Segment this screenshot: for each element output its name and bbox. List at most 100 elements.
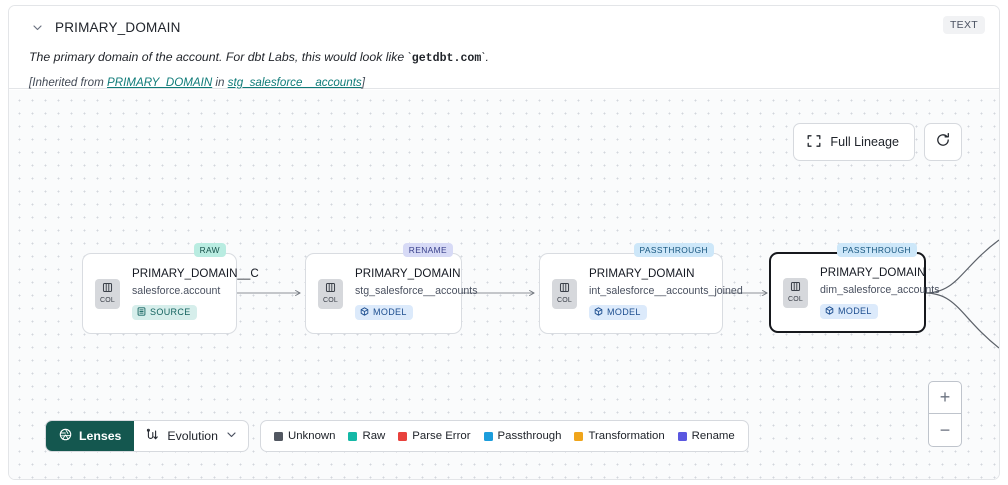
legend-swatch (398, 431, 408, 441)
description-suffix: `. (481, 50, 489, 64)
node-kind-badge: MODEL (589, 304, 647, 320)
legend-swatch (483, 431, 493, 441)
lenses-button[interactable]: Lenses (46, 421, 135, 451)
legend-label: Passthrough (497, 430, 562, 442)
inherit-mid: in (212, 76, 228, 89)
evolution-dropdown[interactable]: Evolution (134, 421, 248, 451)
legend-swatch (273, 431, 283, 441)
cube-icon (594, 306, 603, 318)
node-kind-label: MODEL (838, 306, 872, 316)
legend-swatch (574, 431, 584, 441)
legend-label: Raw (362, 430, 386, 442)
header-row: PRIMARY_DOMAIN (29, 17, 983, 38)
cube-icon (825, 305, 834, 317)
description-code: getdbt.com (411, 52, 482, 65)
col-chip: COL (783, 277, 808, 308)
cube-icon (360, 306, 369, 318)
lineage-node-stg-salesforce-accounts[interactable]: RENAME COL PRIMARY_DOMAIN (305, 243, 478, 334)
lineage-node-salesforce-account[interactable]: RAW COL PRIMARY_DOMAIN__C (82, 243, 259, 334)
lineage-node-dim-salesforce-accounts[interactable]: PASSTHROUGH COL PRIMARY_DOMAIN (769, 243, 940, 333)
node-title: PRIMARY_DOMAIN (820, 265, 926, 279)
canvas-bottom-bar: Lenses Evolution (45, 420, 749, 452)
node-subtitle: int_salesforce__accounts_joined (589, 284, 743, 297)
legend-label: Parse Error (412, 430, 471, 442)
expand-icon (807, 134, 821, 151)
lineage-legend: Unknown Raw Parse Error Passthrough (259, 420, 749, 452)
zoom-controls: + − (928, 381, 962, 447)
full-lineage-button[interactable]: Full Lineage (793, 123, 915, 161)
legend-item-rename: Rename (677, 430, 735, 442)
node-title: PRIMARY_DOMAIN (355, 266, 461, 280)
legend-label: Rename (691, 430, 735, 442)
canvas-toolbar: Full Lineage (793, 123, 962, 161)
evolution-label: Evolution (167, 429, 218, 443)
aperture-icon (59, 428, 72, 444)
column-icon (325, 282, 336, 296)
node-body: PRIMARY_DOMAIN stg_salesforce__accounts … (355, 267, 478, 321)
col-chip-label: COL (557, 297, 572, 304)
legend-swatch (677, 431, 687, 441)
lineage-canvas[interactable]: Full Lineage + − (9, 90, 999, 479)
node-kind-label: MODEL (373, 307, 407, 317)
legend-item-unknown: Unknown (273, 430, 336, 442)
page-title: PRIMARY_DOMAIN (55, 20, 181, 35)
inherit-open: [Inherited from (29, 76, 107, 89)
inherited-model-link[interactable]: stg_salesforce__accounts (227, 76, 362, 89)
legend-label: Transformation (588, 430, 665, 442)
zoom-out-button[interactable]: − (939, 419, 951, 440)
inherit-close: ] (361, 76, 365, 89)
graph-edges (237, 239, 999, 349)
column-icon (559, 282, 570, 296)
legend-item-transformation: Transformation (574, 430, 665, 442)
lineage-card: PRIMARY_DOMAIN TEXT The primary domain o… (8, 5, 1000, 480)
description-prefix: The primary domain of the account. For d… (29, 50, 412, 64)
column-description: The primary domain of the account. For d… (29, 49, 983, 67)
zoom-in-button[interactable]: + (929, 382, 961, 414)
refresh-icon (935, 132, 951, 153)
column-icon (790, 281, 801, 295)
node-title: PRIMARY_DOMAIN (589, 266, 695, 280)
legend-item-passthrough: Passthrough (483, 430, 562, 442)
node-kind-label: SOURCE (150, 307, 191, 317)
legend-item-parse-error: Parse Error (398, 430, 471, 442)
col-chip: COL (95, 278, 120, 309)
node-body: PRIMARY_DOMAIN int_salesforce__accounts_… (589, 267, 743, 321)
node-tag: PASSTHROUGH (836, 243, 917, 257)
node-kind-badge: MODEL (355, 304, 413, 320)
full-lineage-label: Full Lineage (830, 135, 899, 149)
node-body: PRIMARY_DOMAIN dim_salesforce_accounts M… (820, 266, 940, 320)
node-subtitle: salesforce.account (132, 284, 221, 297)
node-kind-badge: MODEL (820, 303, 878, 319)
column-icon (102, 282, 113, 296)
node-tag: RENAME (402, 243, 453, 257)
node-kind-badge: SOURCE (132, 304, 197, 320)
evolution-icon (145, 428, 159, 445)
col-chip-label: COL (100, 297, 115, 304)
col-chip: COL (552, 278, 577, 309)
chevron-down-icon[interactable] (29, 20, 45, 36)
legend-swatch (348, 431, 358, 441)
node-subtitle: stg_salesforce__accounts (355, 284, 478, 297)
chevron-down-icon (226, 429, 237, 443)
lenses-evolution-group: Lenses Evolution (45, 420, 249, 452)
lineage-graph: RAW COL PRIMARY_DOMAIN__C (9, 90, 999, 479)
node-title: PRIMARY_DOMAIN__C (132, 266, 259, 280)
refresh-button[interactable] (924, 123, 962, 161)
node-tag: PASSTHROUGH (633, 243, 714, 257)
column-header: PRIMARY_DOMAIN TEXT The primary domain o… (9, 6, 999, 89)
node-body: PRIMARY_DOMAIN__C salesforce.account (132, 267, 259, 321)
legend-item-raw: Raw (348, 430, 385, 442)
node-kind-label: MODEL (607, 307, 641, 317)
node-tag: RAW (193, 243, 226, 257)
col-chip: COL (318, 278, 343, 309)
column-type-badge: TEXT (942, 16, 985, 34)
lineage-node-int-salesforce-accounts-joined[interactable]: PASSTHROUGH COL PRIMARY_DOMAIN (539, 243, 743, 334)
inherited-column-link[interactable]: PRIMARY_DOMAIN (106, 76, 213, 89)
inherited-from-note: [Inherited from PRIMARY_DOMAIN in stg_sa… (29, 76, 983, 89)
legend-label: Unknown (287, 430, 336, 442)
col-chip-label: COL (323, 297, 338, 304)
node-subtitle: dim_salesforce_accounts (820, 283, 940, 296)
lenses-label: Lenses (79, 429, 122, 443)
col-chip-label: COL (788, 296, 803, 303)
